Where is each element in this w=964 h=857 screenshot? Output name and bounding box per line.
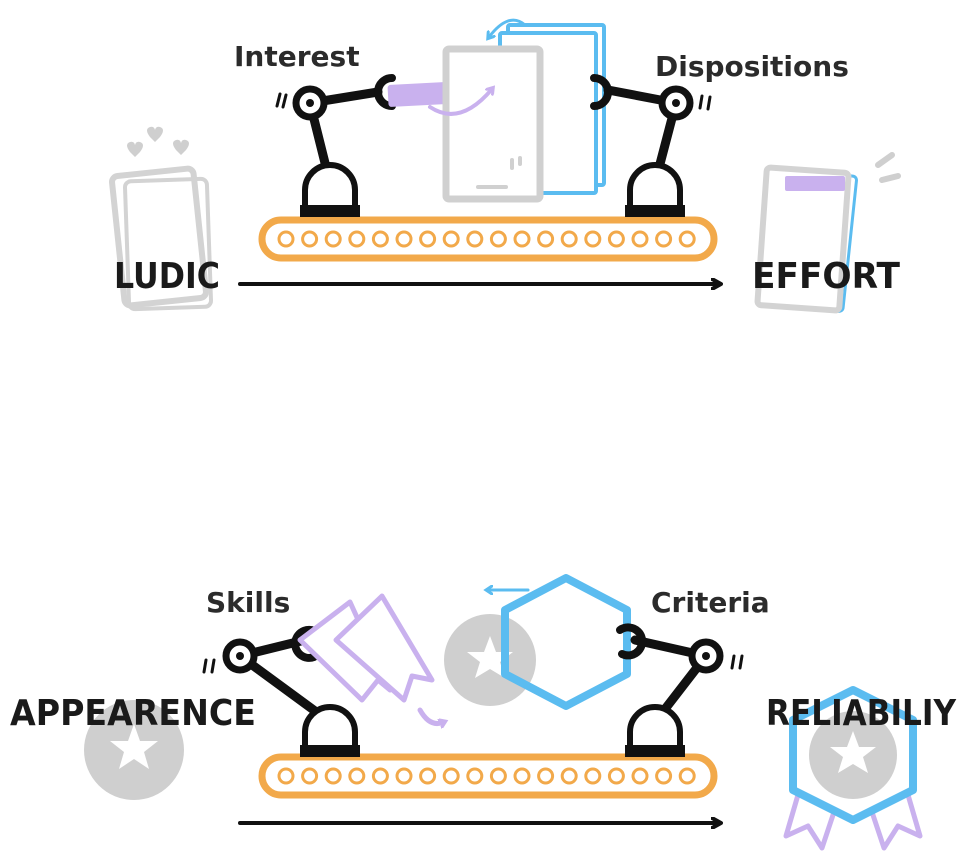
belt-roller — [655, 767, 673, 785]
belt-roller — [348, 767, 366, 785]
belt-roller — [631, 767, 649, 785]
label-dispositions: Dispositions — [655, 50, 849, 83]
word-ludic: LUDIC — [114, 256, 220, 297]
belt-roller — [371, 767, 389, 785]
belt-roller — [466, 230, 484, 248]
belt-roller — [442, 767, 460, 785]
belt-roller — [584, 767, 602, 785]
belt-roller — [678, 767, 696, 785]
ribbon-icon — [297, 593, 444, 724]
belt-roller — [584, 230, 602, 248]
belt-roller — [607, 767, 625, 785]
belt-roller — [419, 767, 437, 785]
tablet-icon-right — [754, 152, 901, 314]
award-badge-icon-right — [783, 686, 923, 851]
belt-roller — [442, 230, 460, 248]
belt-roller — [466, 767, 484, 785]
belt-roller — [395, 767, 413, 785]
robot-arm-right-bottom — [616, 623, 744, 757]
conveyor-belt-top — [258, 216, 718, 262]
belt-roller — [655, 230, 673, 248]
belt-roller — [607, 230, 625, 248]
belt-roller — [395, 230, 413, 248]
belt-roller — [678, 230, 696, 248]
belt-roller — [324, 767, 342, 785]
word-reliabiliy: RELIABILIY — [766, 693, 957, 734]
star-badge-icon-left — [84, 700, 184, 800]
belt-roller — [560, 230, 578, 248]
belt-roller — [371, 230, 389, 248]
bottom-scene: Skills Criteria APPEARENCE RELIABILIY — [10, 574, 957, 851]
robot-arm-left-top — [275, 74, 396, 217]
robot-arm-left-bottom — [202, 625, 360, 757]
label-interest: Interest — [234, 40, 360, 73]
hearts-icon — [127, 126, 189, 157]
top-scene: Interest Dispositions LUDIC EFFORT — [109, 18, 901, 314]
label-skills: Skills — [206, 586, 290, 619]
belt-roller — [301, 230, 319, 248]
conveyor-belt-bottom — [258, 753, 718, 799]
hexagon-icon — [488, 574, 631, 710]
belt-roller — [324, 230, 342, 248]
star-badge-icon-center — [444, 614, 536, 706]
tablet-icon-center — [428, 18, 606, 203]
belt-roller — [301, 767, 319, 785]
belt-roller — [348, 230, 366, 248]
belt-roller — [277, 230, 295, 248]
word-effort: EFFORT — [752, 256, 900, 297]
word-appearence: APPEARENCE — [10, 693, 256, 734]
belt-roller — [489, 767, 507, 785]
belt-roller — [513, 767, 531, 785]
belt-roller — [489, 230, 507, 248]
belt-roller — [631, 230, 649, 248]
label-criteria: Criteria — [651, 586, 770, 619]
belt-roller — [513, 230, 531, 248]
belt-roller — [419, 230, 437, 248]
belt-roller — [537, 230, 555, 248]
robot-arm-right-top — [590, 74, 712, 217]
belt-roller — [560, 767, 578, 785]
belt-roller — [537, 767, 555, 785]
belt-roller — [277, 767, 295, 785]
tablet-icon-left — [109, 165, 214, 312]
